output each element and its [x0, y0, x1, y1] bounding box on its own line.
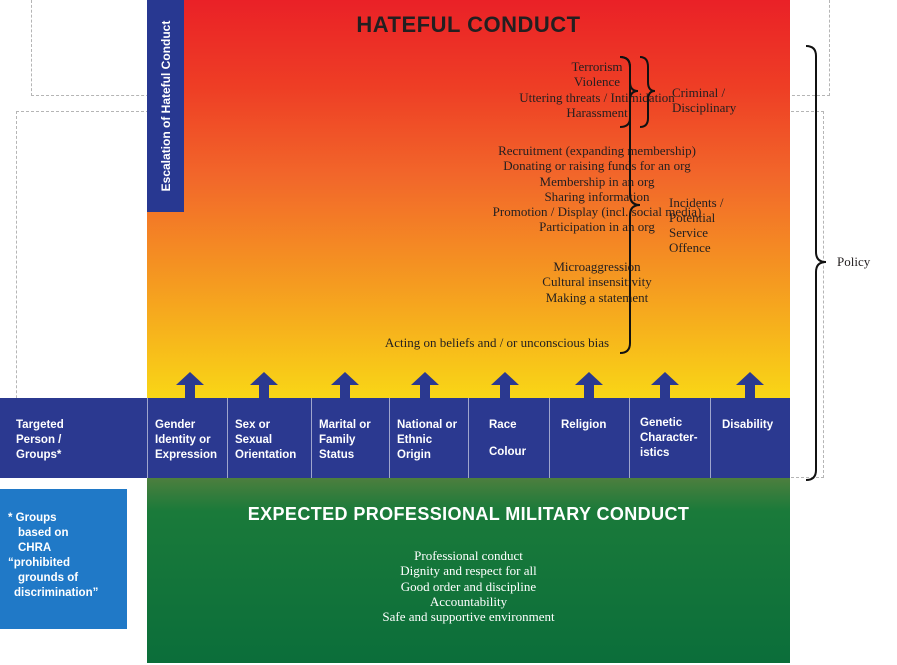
conduct-item: Making a statement: [545, 289, 649, 305]
ground-targeted: Targeted Person / Groups*: [16, 419, 64, 461]
conduct-item: Participation in an org: [539, 219, 655, 235]
ground-national-origin: National or Ethnic Origin: [389, 398, 468, 478]
conduct-item: Membership in an org: [539, 173, 655, 189]
criminal-disciplinary-label: Criminal / Disciplinary: [672, 85, 737, 115]
ground-race-colour: Race Colour: [468, 398, 549, 478]
conduct-item: Violence: [573, 74, 621, 90]
up-arrow-icon: [736, 372, 764, 398]
up-arrow-icon: [575, 372, 603, 398]
incidents-bracket: [619, 56, 641, 354]
conduct-item: Microaggression: [553, 259, 641, 274]
conduct-item: Recruitment (expanding membership): [498, 143, 696, 158]
up-arrow-icon: [331, 372, 359, 398]
incidents-offence-label: Incidents / Potential Service Offence: [669, 195, 724, 255]
expected-conduct-title: EXPECTED PROFESSIONAL MILITARY CONDUCT: [247, 504, 690, 524]
hateful-conduct-title: HATEFUL CONDUCT: [356, 12, 581, 37]
conduct-item: Terrorism: [571, 59, 623, 74]
expected-item: Good order and discipline: [400, 578, 537, 594]
up-arrow-icon: [176, 372, 204, 398]
prohibited-grounds-bar: Targeted Person / Groups* Gender Identit…: [0, 398, 790, 478]
ground-religion: Religion: [549, 398, 629, 478]
expected-conduct-list: Professional conduct Dignity and respect…: [147, 548, 790, 624]
up-arrow-icon: [250, 372, 278, 398]
ground-genetic: Genetic Character- istics: [629, 398, 710, 478]
up-arrow-icon: [491, 372, 519, 398]
ground-marital-status: Marital or Family Status: [311, 398, 389, 478]
hateful-conduct-panel: HATEFUL CONDUCT Terrorism Violence Utter…: [147, 0, 790, 398]
expected-item: Accountability: [429, 593, 508, 609]
belief-conduct-line: Acting on beliefs and / or unconscious b…: [384, 335, 610, 350]
policy-label: Policy: [837, 254, 871, 269]
escalation-bar: Escalation of Hateful Conduct: [147, 0, 184, 212]
up-arrow-icon: [411, 372, 439, 398]
groups-footnote-box: * Groups based on CHRA “prohibited groun…: [0, 489, 127, 629]
ground-gender-identity: Gender Identity or Expression: [147, 398, 227, 478]
up-arrow-icon: [651, 372, 679, 398]
expected-item: Safe and supportive environment: [382, 609, 555, 625]
conduct-item: Donating or raising funds for an org: [503, 158, 691, 174]
conduct-item: Sharing information: [544, 188, 650, 204]
expected-item: Professional conduct: [414, 548, 523, 563]
conduct-item: Cultural insensitivity: [542, 274, 652, 290]
conduct-item: Harassment: [566, 104, 628, 120]
microaggression-conduct-list: Microaggression Cultural insensitivity M…: [447, 259, 747, 305]
ground-sex-orientation: Sex or Sexual Orientation: [227, 398, 311, 478]
conduct-item: Uttering threats / Intimidation: [519, 89, 675, 105]
ground-disability: Disability: [710, 398, 790, 478]
policy-bracket: [805, 45, 827, 481]
criminal-conduct-list: Terrorism Violence Uttering threats / In…: [447, 59, 747, 120]
promotion-conduct-list: Recruitment (expanding membership) Donat…: [447, 143, 747, 235]
conduct-item: Promotion / Display (incl. social media): [492, 204, 702, 220]
expected-conduct-panel: EXPECTED PROFESSIONAL MILITARY CONDUCT P…: [147, 478, 790, 663]
criminal-bracket-outer: [639, 56, 656, 128]
expected-item: Dignity and respect for all: [400, 563, 537, 579]
